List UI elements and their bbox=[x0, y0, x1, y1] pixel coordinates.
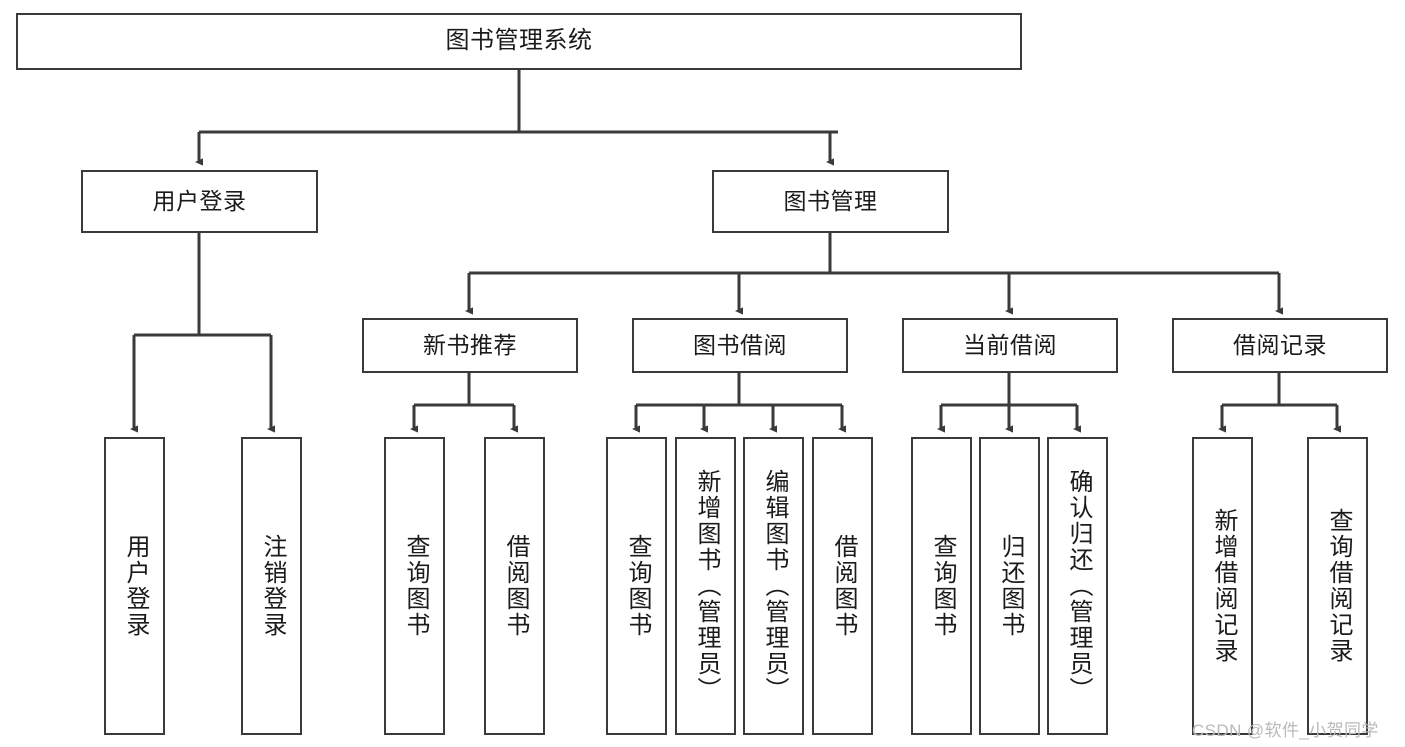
leaf-add-record[interactable]: 新增借阅记录 bbox=[1192, 437, 1253, 735]
leaf-add-book[interactable]: 新增图书（管理员） bbox=[675, 437, 736, 735]
node-label: 当前借阅 bbox=[963, 331, 1057, 358]
leaf-logout[interactable]: 注销登录 bbox=[241, 437, 302, 735]
node-label: 新增图书（管理员） bbox=[692, 469, 720, 703]
node-label: 图书管理系统 bbox=[445, 27, 593, 55]
node-new-book-recommend[interactable]: 新书推荐 bbox=[362, 318, 578, 373]
node-label: 查询图书 bbox=[401, 534, 429, 638]
node-book-manage[interactable]: 图书管理 bbox=[712, 170, 949, 233]
node-label: 注销登录 bbox=[258, 534, 286, 638]
node-label: 借阅记录 bbox=[1233, 331, 1327, 358]
node-label: 图书管理 bbox=[783, 187, 878, 214]
leaf-borrow-book-1[interactable]: 借阅图书 bbox=[484, 437, 545, 735]
leaf-query-book-3[interactable]: 查询图书 bbox=[911, 437, 972, 735]
node-book-borrow[interactable]: 图书借阅 bbox=[632, 318, 848, 373]
node-label: 查询借阅记录 bbox=[1324, 508, 1352, 664]
leaf-user-login[interactable]: 用户登录 bbox=[104, 437, 165, 735]
node-label: 归还图书 bbox=[996, 534, 1024, 638]
node-label: 用户登录 bbox=[152, 187, 247, 214]
leaf-query-book-1[interactable]: 查询图书 bbox=[384, 437, 445, 735]
node-label: 图书借阅 bbox=[693, 331, 787, 358]
node-label: 确认归还（管理员） bbox=[1064, 469, 1092, 703]
leaf-confirm-return[interactable]: 确认归还（管理员） bbox=[1047, 437, 1108, 735]
node-label: 查询图书 bbox=[928, 534, 956, 638]
leaf-query-record[interactable]: 查询借阅记录 bbox=[1307, 437, 1368, 735]
node-label: 借阅图书 bbox=[501, 534, 529, 638]
node-label: 查询图书 bbox=[623, 534, 651, 638]
node-root-system[interactable]: 图书管理系统 bbox=[16, 13, 1022, 70]
node-label: 用户登录 bbox=[121, 534, 149, 638]
leaf-edit-book[interactable]: 编辑图书（管理员） bbox=[743, 437, 804, 735]
node-label: 新书推荐 bbox=[423, 331, 517, 358]
node-current-borrow[interactable]: 当前借阅 bbox=[902, 318, 1118, 373]
leaf-query-book-2[interactable]: 查询图书 bbox=[606, 437, 667, 735]
node-label: 借阅图书 bbox=[829, 534, 857, 638]
leaf-return-book[interactable]: 归还图书 bbox=[979, 437, 1040, 735]
node-borrow-record[interactable]: 借阅记录 bbox=[1172, 318, 1388, 373]
node-label: 新增借阅记录 bbox=[1209, 508, 1237, 664]
leaf-borrow-book-2[interactable]: 借阅图书 bbox=[812, 437, 873, 735]
node-label: 编辑图书（管理员） bbox=[760, 469, 788, 703]
node-user-login[interactable]: 用户登录 bbox=[81, 170, 318, 233]
csdn-watermark: CSDN @软件_小贺同学 bbox=[1192, 721, 1379, 740]
